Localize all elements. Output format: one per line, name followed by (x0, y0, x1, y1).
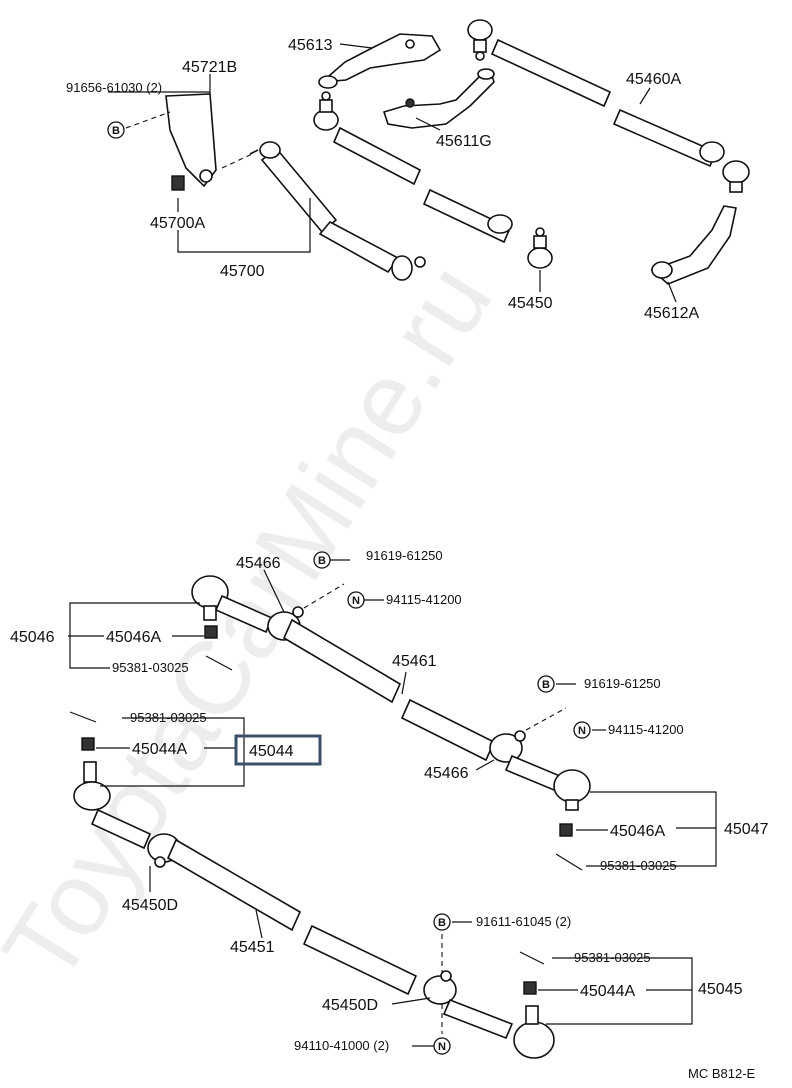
svg-text:N: N (578, 725, 586, 737)
label-45450D-right: 45450D (322, 997, 378, 1014)
relay-rod-left[interactable] (332, 126, 513, 244)
ball-joint-45450[interactable] (527, 227, 553, 269)
label-45466-mid: 45466 (424, 765, 469, 782)
diagram-code: MC B812-E (688, 1066, 756, 1081)
label-45612A: 45612A (644, 305, 699, 322)
label-95381-03025-c: 95381-03025 (600, 858, 677, 873)
highlighted-part-45044[interactable]: 45044 (234, 734, 322, 766)
svg-text:N: N (438, 1041, 446, 1053)
ball-joint-upper-right[interactable] (722, 160, 750, 193)
bolt-symbol-upper: B (107, 121, 125, 139)
label-45700A: 45700A (150, 215, 205, 232)
label-45451: 45451 (230, 939, 275, 956)
label-91656-61030: 91656-61030 (2) (66, 80, 162, 95)
pitman-arm-45611G[interactable] (382, 68, 495, 129)
idler-arm-45613[interactable] (318, 33, 442, 89)
svg-text:B: B (112, 125, 120, 137)
label-45450D-left: 45450D (122, 897, 178, 914)
cotter-pin-3 (555, 853, 583, 871)
leader-45450D-right (391, 997, 431, 1005)
leader-45466-top (263, 569, 285, 613)
label-94115-41200-mid: 94115-41200 (608, 722, 684, 737)
bracket-45047 (586, 791, 717, 867)
label-94110-41000: 94110-41000 (2) (294, 1038, 389, 1053)
label-91619-61250-top: 91619-61250 (366, 548, 443, 563)
cotter-pin-4 (519, 951, 545, 965)
cotter-pin-2 (69, 711, 97, 723)
tie-rod-45460A[interactable] (490, 38, 725, 168)
tie-rod-end-45046A-right[interactable] (504, 754, 591, 837)
label-45046A-right: 45046A (610, 823, 665, 840)
label-45044A-right: 45044A (580, 983, 635, 1000)
ball-joint-upper-top[interactable] (467, 19, 493, 61)
cotter-pin-1 (205, 655, 233, 671)
label-91619-61250-mid: 91619-61250 (584, 676, 661, 691)
arm-45612A[interactable] (650, 205, 737, 285)
leader-45613 (339, 43, 373, 49)
tie-rod-end-45044[interactable] (73, 737, 152, 850)
bolt-symbol-3: B (433, 913, 451, 931)
label-45044A-left: 45044A (132, 741, 187, 758)
leader-45460A (639, 87, 651, 105)
label-95381-03025-a: 95381-03025 (112, 660, 189, 675)
dash-91656 (125, 111, 171, 129)
rod-45451[interactable] (166, 838, 418, 996)
leader-45700 (177, 198, 311, 253)
label-45044: 45044 (249, 743, 294, 760)
label-45466-top: 45466 (236, 555, 281, 572)
bracket-45721B[interactable] (165, 93, 217, 191)
clamp-45466-mid[interactable] (489, 730, 526, 763)
label-45721B: 45721B (182, 59, 237, 76)
label-95381-03025-d: 95381-03025 (574, 950, 651, 965)
dash-94115-top (303, 583, 345, 609)
leader-45466-mid (475, 759, 495, 771)
leader-45451 (255, 909, 263, 939)
svg-text:B: B (318, 555, 326, 567)
svg-text:N: N (352, 595, 360, 607)
label-45047: 45047 (724, 821, 769, 838)
label-45461: 45461 (392, 653, 437, 670)
label-45046: 45046 (10, 629, 55, 646)
sleeve-45450D-right[interactable] (423, 970, 457, 1005)
leader-45612A (667, 281, 677, 303)
ball-joint-upper-left[interactable] (313, 91, 339, 131)
nut-symbol-3: N (433, 1037, 451, 1055)
nut-symbol-1: N (347, 591, 365, 609)
leader-45611G (415, 117, 441, 131)
bracket-45044 (100, 717, 245, 787)
leader-45461 (401, 671, 407, 695)
label-45611G: 45611G (436, 133, 492, 150)
label-45613: 45613 (288, 37, 333, 54)
tie-rod-end-45046A-left[interactable] (191, 575, 274, 639)
tie-rod-end-45045[interactable] (442, 981, 555, 1059)
label-91611-61045: 91611-61045 (2) (476, 914, 571, 929)
label-45700: 45700 (220, 263, 265, 280)
dash-damper (221, 153, 253, 169)
bolt-symbol-1: B (313, 551, 331, 569)
dash-94115-mid (525, 707, 567, 731)
bracket-45045 (546, 957, 693, 1025)
label-95381-03025-b: 95381-03025 (130, 710, 207, 725)
label-45045: 45045 (698, 981, 743, 998)
label-45450: 45450 (508, 295, 553, 312)
rod-45461[interactable] (282, 618, 496, 762)
svg-text:B: B (438, 917, 446, 929)
label-45046A-top: 45046A (106, 629, 161, 646)
svg-text:B: B (542, 679, 550, 691)
bolt-symbol-2: B (537, 675, 555, 693)
nut-symbol-2: N (573, 721, 591, 739)
label-94115-41200-top: 94115-41200 (386, 592, 462, 607)
steering-damper-45700[interactable] (249, 141, 426, 281)
label-45460A: 45460A (626, 71, 681, 88)
